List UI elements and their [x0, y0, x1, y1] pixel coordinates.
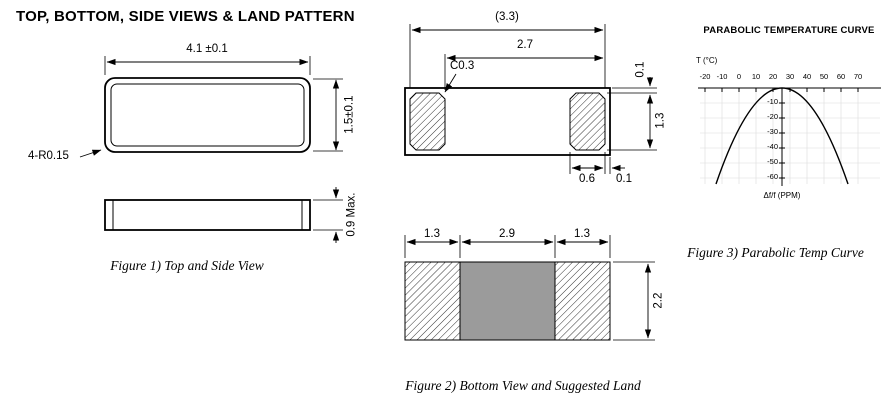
value-axis-label: Δf/f (PPM) [763, 191, 801, 200]
ppm-tick-label: -40 [767, 142, 778, 151]
temp-tick-label: 70 [853, 72, 863, 81]
dim-land-right: 1.3 [574, 228, 590, 240]
ppm-tick-label: -10 [767, 97, 778, 106]
figure2-land-pattern-linework [404, 235, 655, 341]
grid-horizontal [700, 102, 880, 179]
dim-inner-width: 2.7 [517, 39, 533, 51]
land-left-pad [404, 261, 461, 341]
side-view-outline [104, 199, 311, 231]
dim-pad-width: 0.6 [579, 173, 595, 185]
corner-radius-label: 4-R0.15 [28, 150, 69, 162]
figure2-caption: Figure 2) Bottom View and Suggested Land [405, 378, 641, 393]
parabola-curve [715, 87, 849, 185]
ppm-tick-label: -60 [767, 172, 778, 181]
corner-radius-leader [79, 149, 102, 158]
side-view-end-caps [112, 200, 303, 230]
figure3-title: PARABOLIC TEMPERATURE CURVE [703, 25, 875, 36]
bottom-view-left-pad [409, 92, 446, 151]
grid-vertical [704, 88, 859, 184]
temp-tick-label: 30 [785, 72, 795, 81]
temp-tick-label: 40 [802, 72, 812, 81]
figure1-caption: Figure 1) Top and Side View [110, 258, 264, 273]
dim-land-left: 1.3 [424, 228, 440, 240]
dim-land-center: 2.9 [499, 228, 515, 240]
extension-lines [104, 56, 343, 231]
value-axis-ticks [779, 102, 785, 179]
dim-body-thickness: 0.9 Max. [345, 192, 358, 237]
extension-lines [409, 24, 657, 174]
page-title: TOP, BOTTOM, SIDE VIEWS & LAND PATTERN [16, 8, 355, 25]
temp-tick-label: 10 [751, 72, 761, 81]
top-view-inner-line [110, 83, 305, 147]
figure2-bottom-view-linework [404, 24, 657, 174]
temp-tick-label: 0 [736, 72, 742, 81]
ppm-tick-label: -50 [767, 157, 778, 166]
dim-body-length: 4.1 ±0.1 [186, 43, 228, 55]
temp-tick-label: -20 [699, 72, 711, 81]
chamfer-leader [444, 73, 457, 93]
chamfer-label: C0.3 [450, 60, 475, 72]
land-center-body [459, 261, 556, 341]
land-right-pad [554, 261, 611, 341]
temp-tick-label: -10 [716, 72, 728, 81]
figure1-linework [79, 56, 343, 243]
temp-tick-label: 50 [819, 72, 829, 81]
dim-pad-height: 1.3 [654, 112, 667, 129]
ppm-tick-label: -30 [767, 127, 778, 136]
ppm-tick-label: -20 [767, 112, 778, 121]
temp-axis-label: T (°C) [696, 56, 718, 65]
top-view-outline [104, 77, 311, 153]
extension-lines [404, 235, 655, 341]
figure3-graph-linework [698, 87, 881, 186]
dim-side-offset: 0.1 [616, 173, 632, 185]
dim-body-width: 1.5±0.1 [343, 95, 356, 134]
temp-tick-label: 20 [768, 72, 778, 81]
dim-land-height: 2.2 [652, 292, 665, 309]
dim-top-offset: 0.1 [634, 61, 647, 78]
figure3-caption: Figure 3) Parabolic Temp Curve [687, 245, 864, 260]
dim-overall-width: (3.3) [495, 11, 519, 23]
temp-tick-label: 60 [836, 72, 846, 81]
bottom-view-right-pad [569, 92, 606, 151]
